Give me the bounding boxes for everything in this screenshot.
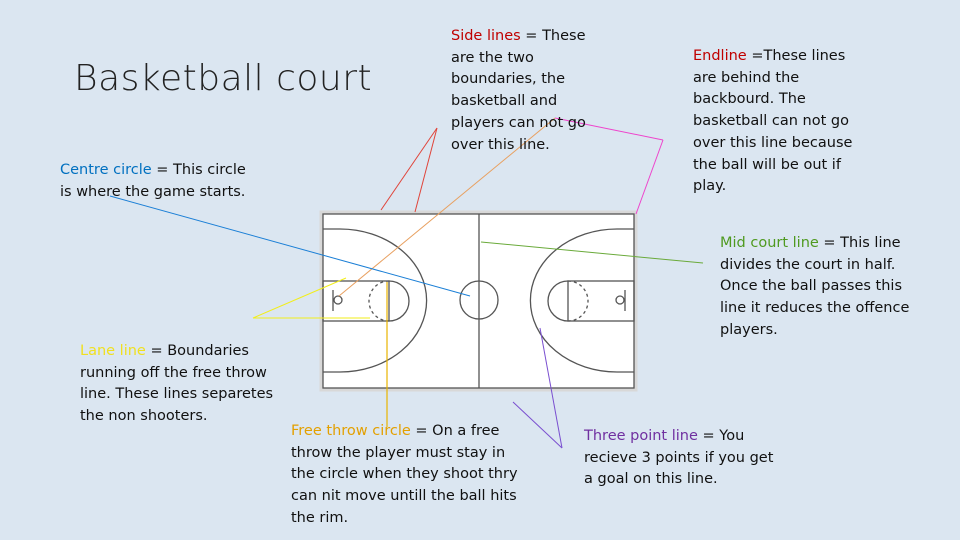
term-side-lines: Side lines xyxy=(451,28,521,44)
term-centre-circle: Centre circle xyxy=(60,162,152,178)
pointer-lane-line xyxy=(252,277,370,319)
lane-right xyxy=(567,280,635,322)
pointer-three-point-line xyxy=(512,327,563,449)
free-throw-circle-left xyxy=(388,280,410,322)
pointer-side-lines xyxy=(380,127,438,213)
free-throw-circle-left-dashed xyxy=(368,280,390,322)
term-endline: Endline xyxy=(693,48,747,64)
term-three-point-line: Three point line xyxy=(584,428,698,444)
desc-three-point-line: = You recieve 3 points if you get a goal… xyxy=(584,428,774,488)
page-title: Basketball court xyxy=(74,58,373,99)
desc-mid-court-line: = This line divides the court in half. O… xyxy=(720,235,910,338)
desc-centre-circle: = This circle is where the game starts. xyxy=(60,162,246,200)
callout-endline: Endline =These lines are behind the back… xyxy=(693,46,859,198)
pointer-mid-court-line xyxy=(480,241,704,264)
free-throw-circle-right-dashed xyxy=(567,280,589,322)
three-point-line-left xyxy=(323,228,428,373)
free-throw-circle-right xyxy=(547,280,569,322)
pointer-centre-circle xyxy=(109,195,471,297)
term-free-throw-circle: Free throw circle xyxy=(291,423,411,439)
pointer-endline xyxy=(554,117,664,215)
hoop-left xyxy=(333,295,343,305)
term-lane-line: Lane line xyxy=(80,343,146,359)
three-point-line-right xyxy=(529,228,634,373)
pointer-arc xyxy=(338,117,556,297)
desc-endline: =These lines are behind the backbourd. T… xyxy=(693,48,853,195)
callout-free-throw-circle: Free throw circle = On a free throw the … xyxy=(291,421,527,530)
centre-circle xyxy=(459,280,499,320)
callout-lane-line: Lane line = Boundaries running off the f… xyxy=(80,341,280,428)
lane-left xyxy=(322,280,390,322)
term-mid-court-line: Mid court line xyxy=(720,235,819,251)
desc-side-lines: = These are the two boundaries, the bask… xyxy=(451,28,586,153)
callout-three-point-line: Three point line = You recieve 3 points … xyxy=(584,426,784,491)
hoop-right xyxy=(615,295,625,305)
desc-lane-line: = Boundaries running off the free throw … xyxy=(80,343,274,425)
desc-free-throw-circle: = On a free throw the player must stay i… xyxy=(291,423,518,526)
callout-mid-court-line: Mid court line = This line divides the c… xyxy=(720,233,910,342)
callout-centre-circle: Centre circle = This circle is where the… xyxy=(60,160,260,203)
callout-side-lines: Side lines = These are the two boundarie… xyxy=(451,26,591,156)
court-frame xyxy=(319,210,638,392)
